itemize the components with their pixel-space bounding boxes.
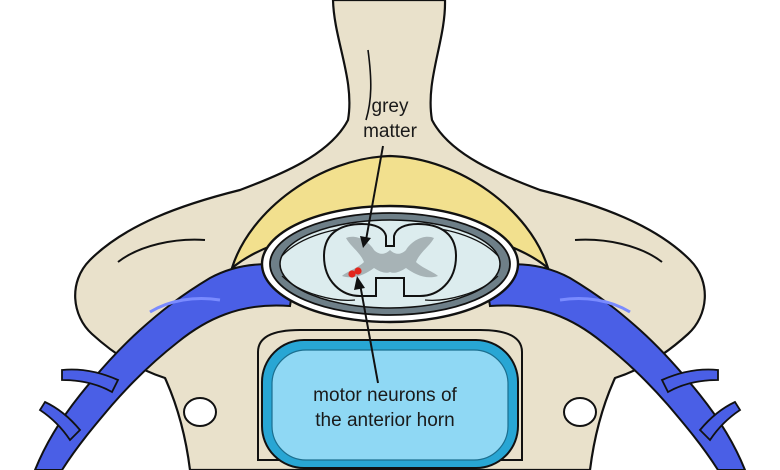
grey-matter-label: grey matter	[330, 94, 450, 144]
foramen-left	[183, 397, 217, 427]
grey-matter	[342, 236, 438, 278]
motor-neuron-dots	[348, 270, 356, 278]
motor-neurons-label-line1: motor neurons of	[313, 385, 457, 406]
grey-matter-label-line1: grey	[371, 96, 409, 117]
foramen-right	[563, 397, 597, 427]
pointer-arrow	[360, 145, 384, 248]
pointer-arrow-motor	[354, 276, 379, 384]
vein-right	[482, 263, 747, 470]
motor-neurons-label-line2: the anterior horn	[315, 410, 455, 431]
disc-nucleus	[271, 349, 509, 461]
motor-neurons-label: motor neurons of the anterior horn	[275, 383, 495, 433]
vein-left	[33, 263, 298, 470]
grey-matter-label-line2: matter	[363, 121, 417, 142]
